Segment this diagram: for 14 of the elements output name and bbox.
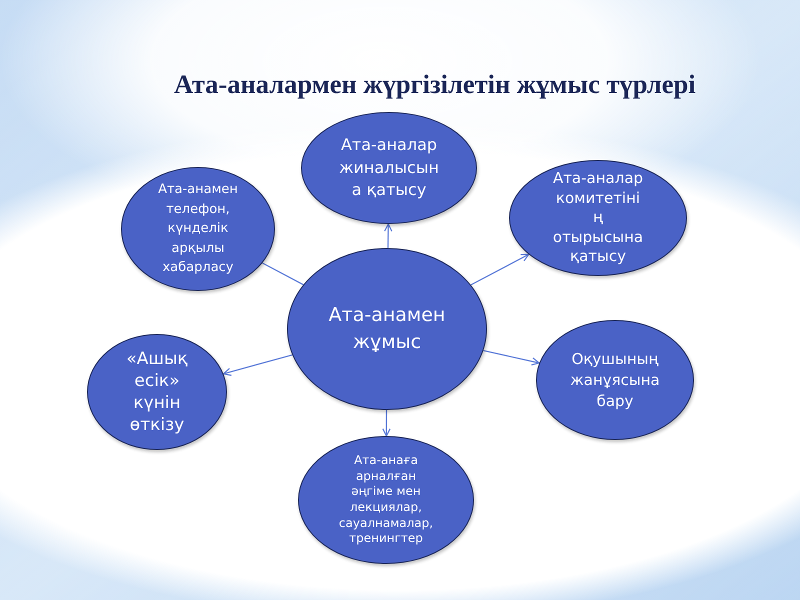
arrow [384, 223, 392, 248]
node-text: Оқушының жанұясына бару [569, 348, 661, 412]
arrow [483, 350, 540, 366]
node-text: Ата-аналар комитетіні ң отырысына қатысу [552, 169, 644, 267]
arrow [382, 410, 391, 437]
node-text: «Ашық есік» күнін өткізу [125, 348, 189, 436]
arrow [470, 254, 530, 286]
connector-line [262, 262, 304, 286]
node-text: Ата-аналар жиналысын а қатысу [338, 134, 440, 202]
diagram-title: Ата-аналармен жүргізілетін жұмыс түрлері [174, 69, 696, 100]
node-text: Ата-анамен телефон, күнделік арқылы хабарласу [157, 181, 239, 278]
node-text: Ата-анамен жұмыс [328, 303, 446, 355]
arrow [222, 354, 292, 376]
node-text: Ата-анаға арналған әңгіме мен лекциялар, сауалнамалар, тренингтер [338, 453, 434, 547]
